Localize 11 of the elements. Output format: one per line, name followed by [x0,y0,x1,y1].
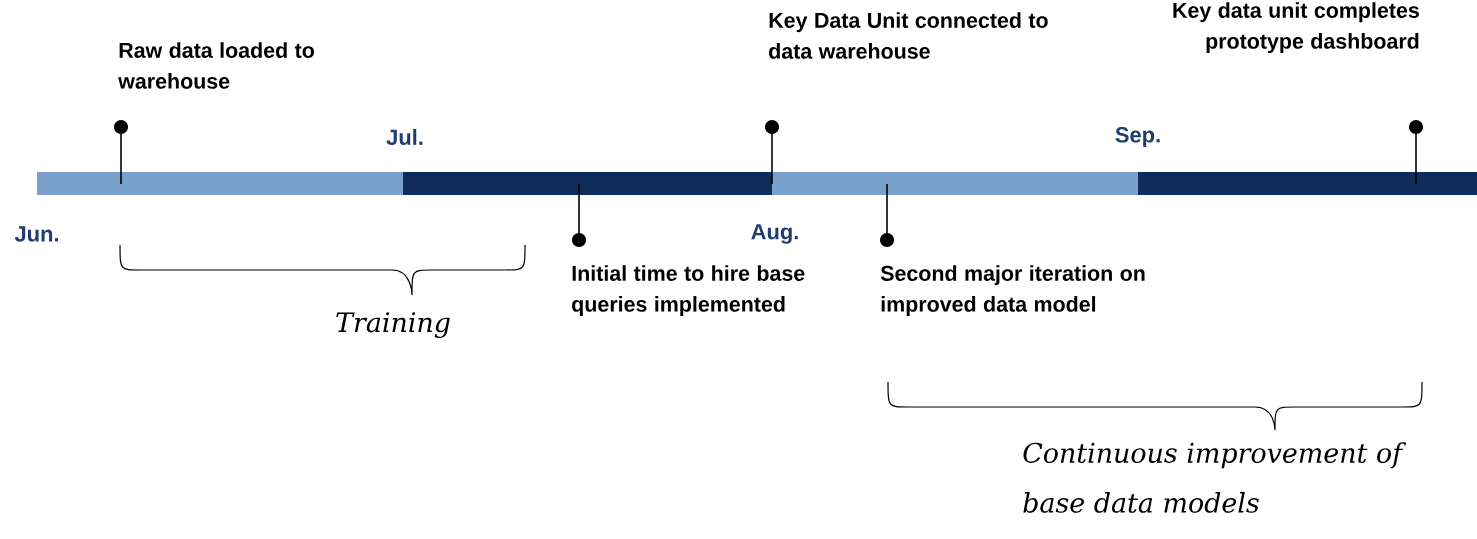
month-label: Jun. [14,226,59,242]
milestone-text: Raw data loaded to warehouse [118,42,314,89]
milestone-text: Initial time to hire base queries implemented [572,265,805,317]
brace-note: Training [336,312,450,338]
milestone-text: Key data unit completes prototype dashboard [1173,2,1419,54]
month-label: Jul. [386,128,423,146]
milestone-text: Second major iteration on improved data model [880,265,1145,317]
brace-note: Continuous improvement of base data models [1023,442,1407,513]
milestone-text: Key Data Unit connected to data warehouse [769,12,1048,59]
month-label: Sep. [1115,127,1160,147]
month-label: Aug. [751,224,798,244]
